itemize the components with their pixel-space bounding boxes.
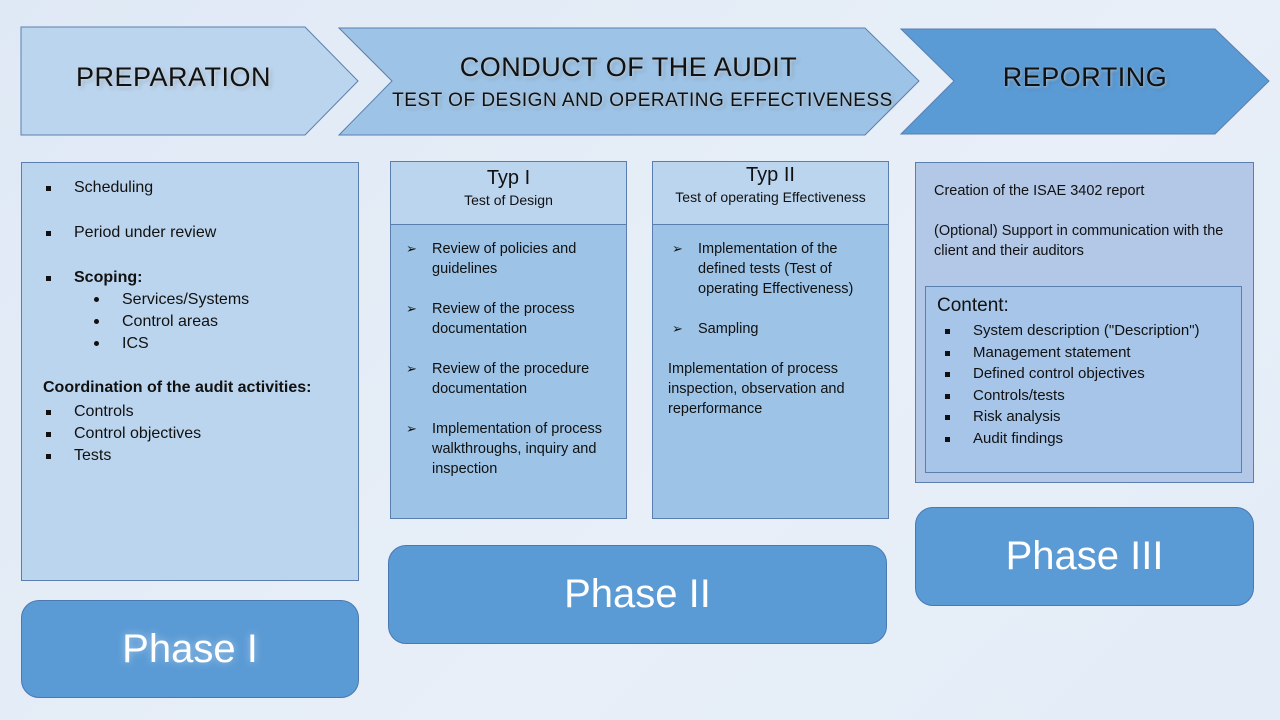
preparation-chevron xyxy=(20,26,359,136)
typ1-title: Typ I xyxy=(486,167,531,189)
scoping-item: Services/Systems xyxy=(94,289,354,311)
chevron-banner xyxy=(20,26,1270,136)
typ2-note: Implementation of process inspection, ob… xyxy=(668,361,845,417)
phase-3-box: Phase III xyxy=(915,507,1254,606)
conduct-heading: CONDUCT OF THE AUDIT xyxy=(459,52,798,82)
content-item: Audit findings xyxy=(945,428,1238,450)
typ2-title: Typ II xyxy=(746,164,795,186)
typ1-item: Review of the process documentation xyxy=(406,299,617,339)
phase-2-label: Phase II xyxy=(564,572,711,616)
content-item: Risk analysis xyxy=(945,406,1238,428)
prep-item-period: Period under review xyxy=(46,222,354,244)
reporting-box: Creation of the ISAE 3402 report (Option… xyxy=(915,162,1254,483)
scoping-list: Services/Systems Control areas ICS xyxy=(94,289,354,355)
content-item: Controls/tests xyxy=(945,385,1238,407)
coordination-item: Controls xyxy=(46,401,354,423)
typ2-subtitle: Test of operating Effectiveness xyxy=(675,189,866,205)
conduct-chevron xyxy=(337,27,920,136)
scoping-item: ICS xyxy=(94,333,354,355)
reporting-chevron xyxy=(899,28,1270,135)
reporting-line1: Creation of the ISAE 3402 report xyxy=(934,183,1145,199)
preparation-list: Scheduling Period under review Scoping: … xyxy=(46,177,354,355)
coordination-item: Tests xyxy=(46,445,354,467)
phase-2-box: Phase II xyxy=(388,545,887,644)
typ2-list: Implementation of the defined tests (Tes… xyxy=(672,239,883,339)
typ1-item: Review of the procedure documentation xyxy=(406,359,617,399)
preparation-heading: PREPARATION xyxy=(75,62,272,92)
phase-1-label: Phase I xyxy=(122,626,258,671)
prep-scoping-label: Scoping: xyxy=(46,267,354,289)
typ1-subtitle: Test of Design xyxy=(464,192,553,208)
coordination-item: Control objectives xyxy=(46,423,354,445)
typ1-box: Typ I Test of Design Review of policies … xyxy=(390,161,627,519)
content-item: Defined control objectives xyxy=(945,363,1238,385)
phase-1-box: Phase I xyxy=(21,600,359,698)
typ1-list: Review of policies and guidelines Review… xyxy=(406,239,617,479)
typ1-item: Implementation of process walkthroughs, … xyxy=(406,419,617,479)
typ1-item: Review of policies and guidelines xyxy=(406,239,617,279)
content-list: System description ("Description") Manag… xyxy=(945,320,1238,450)
preparation-box: Scheduling Period under review Scoping: … xyxy=(21,162,359,581)
typ2-header: Typ II Test of operating Effectiveness xyxy=(653,162,888,225)
prep-item-scheduling: Scheduling xyxy=(46,177,354,199)
typ2-box: Typ II Test of operating Effectiveness I… xyxy=(652,161,889,519)
content-item: Management statement xyxy=(945,342,1238,364)
conduct-subheading: TEST OF DESIGN AND OPERATING EFFECTIVENE… xyxy=(392,90,893,111)
coordination-list: Controls Control objectives Tests xyxy=(46,401,354,467)
scoping-item: Control areas xyxy=(94,311,354,333)
content-label: Content: xyxy=(937,295,1009,316)
typ2-item: Sampling xyxy=(672,319,883,339)
coordination-label: Coordination of the audit activities: xyxy=(43,379,312,396)
typ2-item: Implementation of the defined tests (Tes… xyxy=(672,239,883,299)
reporting-heading: REPORTING xyxy=(1002,62,1168,92)
phase-3-label: Phase III xyxy=(1005,534,1164,578)
content-item: System description ("Description") xyxy=(945,320,1238,342)
typ1-header: Typ I Test of Design xyxy=(391,162,626,225)
reporting-line2: (Optional) Support in communication with… xyxy=(934,223,1224,259)
content-box: Content: System description ("Descriptio… xyxy=(925,286,1242,473)
